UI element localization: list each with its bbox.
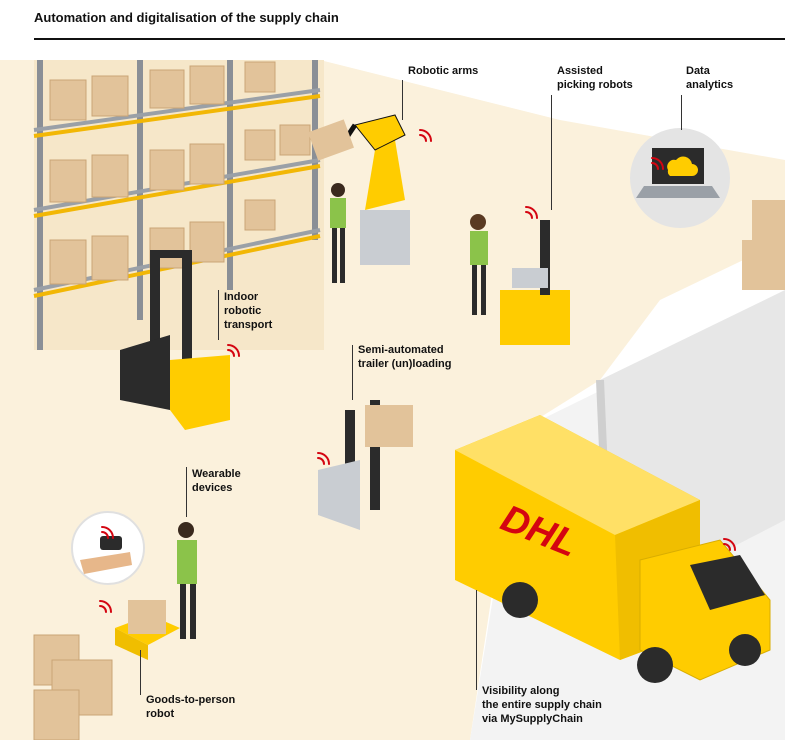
wifi-signal-icon xyxy=(99,129,736,613)
leader-robotic-arms xyxy=(402,80,403,120)
leader-visibility xyxy=(476,590,477,690)
leader-data-analytics xyxy=(681,95,682,130)
label-robotic-arms: Robotic arms xyxy=(408,65,479,77)
cloud-icon xyxy=(667,156,698,176)
label-wearable: Wearable devices xyxy=(192,468,241,494)
goods-to-person-robot xyxy=(115,600,180,660)
label-visibility: Visibility along the entire supply chain… xyxy=(482,685,602,725)
data-analytics-laptop xyxy=(630,128,730,228)
worker-arm-station xyxy=(330,183,346,283)
label-goods-to-person: Goods-to-person robot xyxy=(146,694,236,720)
title-rule xyxy=(34,38,785,40)
worker-picking-station xyxy=(470,214,488,315)
leader-goods-to-person xyxy=(140,650,141,695)
label-indoor-transport: Indoor robotic transport xyxy=(224,291,273,331)
semi-automated-loader xyxy=(318,400,413,530)
label-data-analytics: Data analytics xyxy=(686,65,734,91)
leader-assisted-picking xyxy=(551,95,552,210)
robotic-arm xyxy=(308,114,410,265)
foreground-boxes xyxy=(33,634,113,740)
label-semi-automated: Semi-automated trailer (un)loading xyxy=(358,344,452,370)
leader-wearable xyxy=(186,467,187,517)
assisted-picking-robot xyxy=(500,220,570,345)
worker-wearable xyxy=(177,522,197,639)
smartwatch-icon xyxy=(100,536,122,550)
indoor-robotic-transport xyxy=(120,250,230,430)
wearable-device-closeup xyxy=(71,511,145,585)
diagram-title: Automation and digitalisation of the sup… xyxy=(34,10,339,25)
leader-indoor-transport xyxy=(218,290,219,340)
dhl-truck: DHL xyxy=(455,415,771,683)
label-assisted-picking: Assisted picking robots xyxy=(557,65,633,91)
leader-semi-automated xyxy=(352,345,353,400)
right-boxes xyxy=(742,200,785,290)
shelving-racks xyxy=(33,60,324,350)
